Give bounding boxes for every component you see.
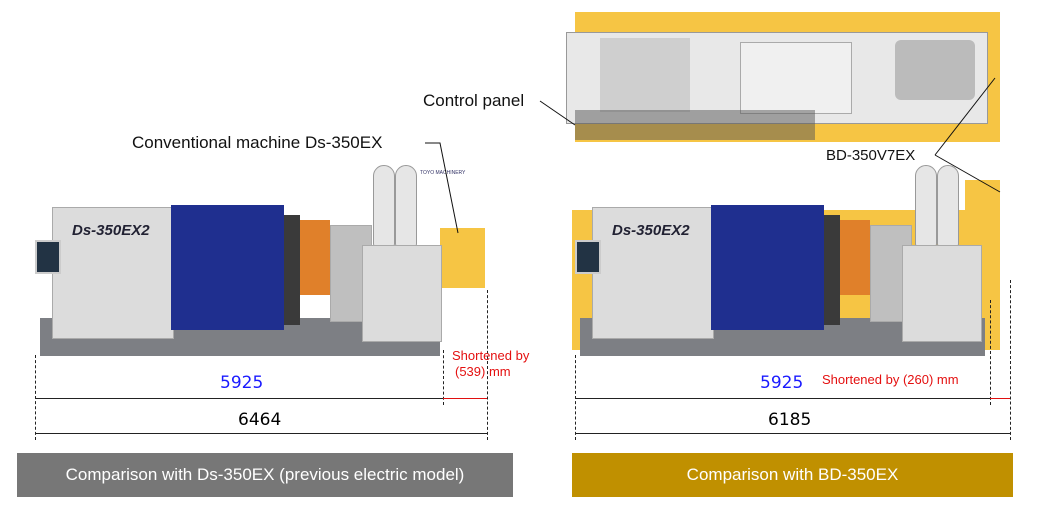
brand-mark: TOYO MACHINERY bbox=[420, 170, 466, 176]
length-new-left: 5925 bbox=[220, 373, 264, 393]
bd-350v7ex-label: BD-350V7EX bbox=[826, 147, 916, 164]
control-panel-label: Control panel bbox=[423, 91, 525, 110]
length-old-left: 6464 bbox=[238, 410, 282, 430]
caption-left: Comparison with Ds-350EX (previous elect… bbox=[17, 453, 513, 497]
shortened-label-right: Shortened by (260) mm bbox=[822, 372, 959, 387]
shortened-arrow-right bbox=[990, 398, 1010, 399]
dimension-line-6185 bbox=[575, 433, 1010, 434]
conventional-machine-label: Conventional machine Ds-350EX bbox=[132, 133, 383, 152]
dimension-line-5925-left bbox=[35, 398, 443, 399]
machine-logo: Ds-350EX2 bbox=[72, 222, 150, 239]
shortened-arrow-left bbox=[443, 398, 487, 399]
shortened-value-left: (539) mm bbox=[455, 364, 511, 379]
length-new-right: 5925 bbox=[760, 373, 804, 393]
machine-logo: Ds-350EX2 bbox=[612, 222, 690, 239]
caption-right: Comparison with BD-350EX bbox=[572, 453, 1013, 497]
dimension-line-6464 bbox=[35, 433, 487, 434]
length-old-right: 6185 bbox=[768, 410, 812, 430]
dimension-line-5925-right bbox=[575, 398, 990, 399]
shortened-label-left: Shortened by bbox=[452, 348, 530, 363]
